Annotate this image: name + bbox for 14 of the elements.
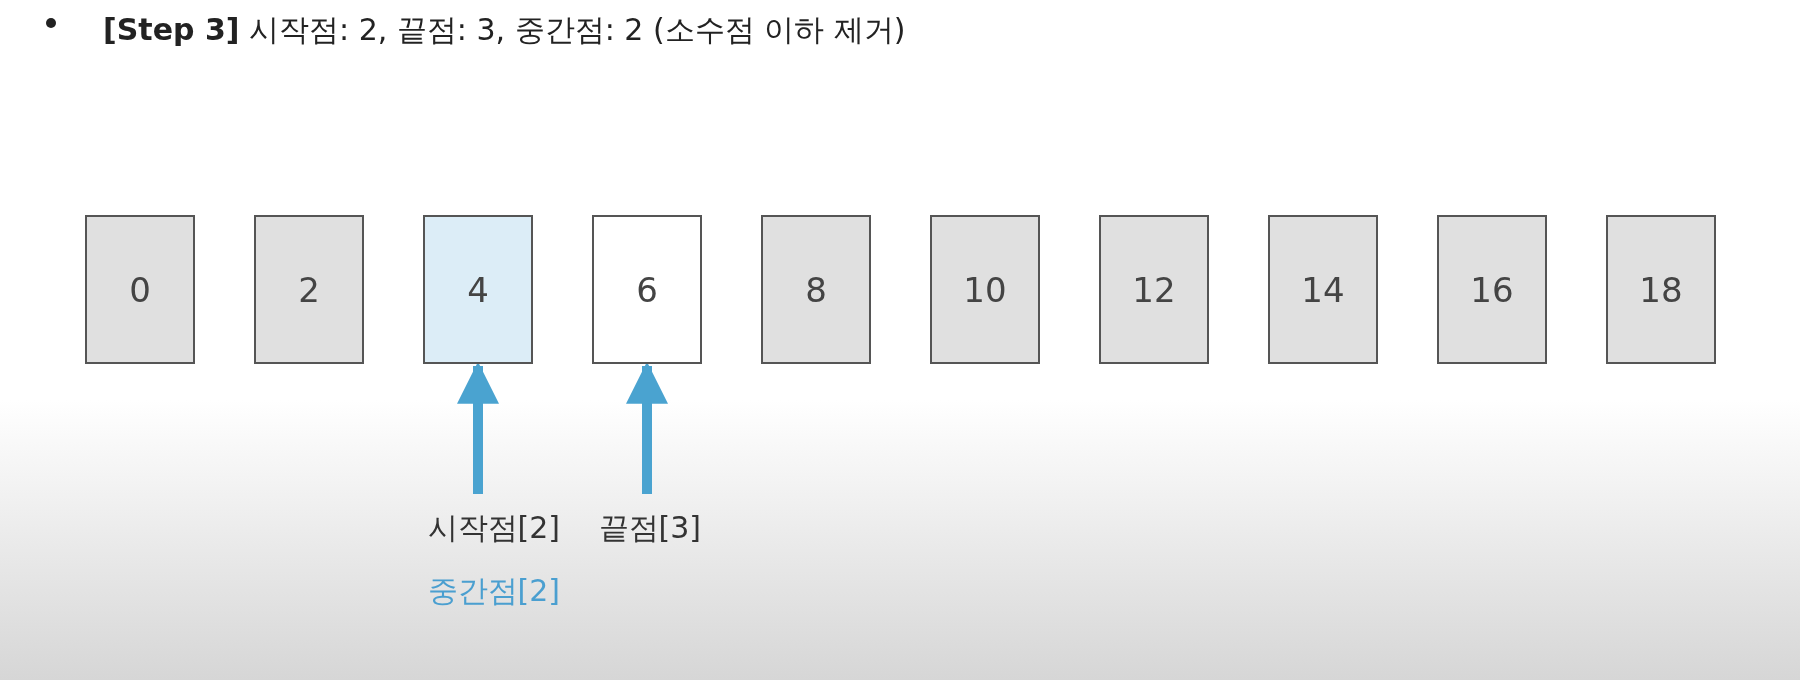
card-box: 6 (592, 215, 702, 364)
card-box: 16 (1437, 215, 1547, 364)
card-box: 12 (1099, 215, 1209, 364)
card-box: 0 (85, 215, 195, 364)
card-box: 4 (423, 215, 533, 364)
pointer-label: 중간점[2] (427, 572, 560, 610)
card-box: 8 (761, 215, 871, 364)
card-box: 2 (254, 215, 364, 364)
card-box: 18 (1606, 215, 1716, 364)
pointer-label: 끝점[3] (598, 509, 701, 547)
pointer-label: 시작점[2] (427, 509, 560, 547)
card-box: 14 (1268, 215, 1378, 364)
title: [Step 3] 시작점: 2, 끝점: 3, 중간점: 2 (소수점 이하 제거) (103, 11, 906, 49)
card-box: 10 (930, 215, 1040, 364)
